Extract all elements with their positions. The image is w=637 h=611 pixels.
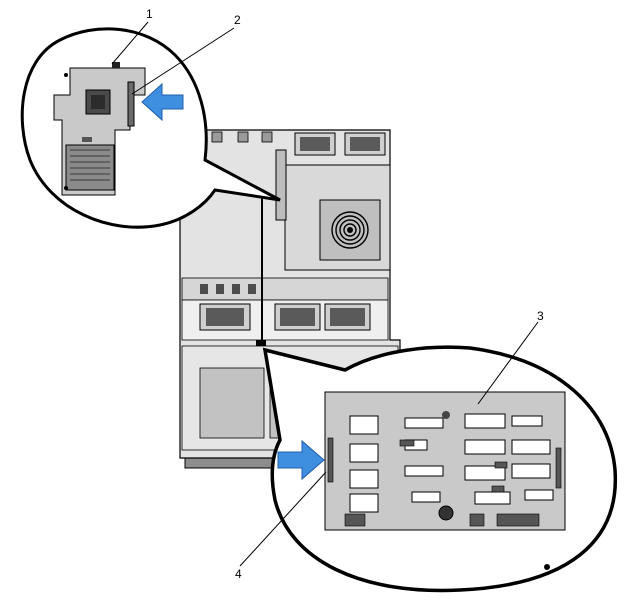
arrow-right-icon: [141, 82, 184, 122]
callout-3: 3: [537, 309, 544, 323]
callout-4: 4: [235, 567, 242, 581]
callout-2: 2: [234, 13, 241, 27]
arrow-right-icon: [277, 439, 325, 481]
riser-card-magnifier: [20, 27, 281, 229]
callout-1: 1: [146, 7, 153, 21]
backplane-magnifier: [262, 345, 618, 593]
callout-leaders: [111, 21, 539, 567]
